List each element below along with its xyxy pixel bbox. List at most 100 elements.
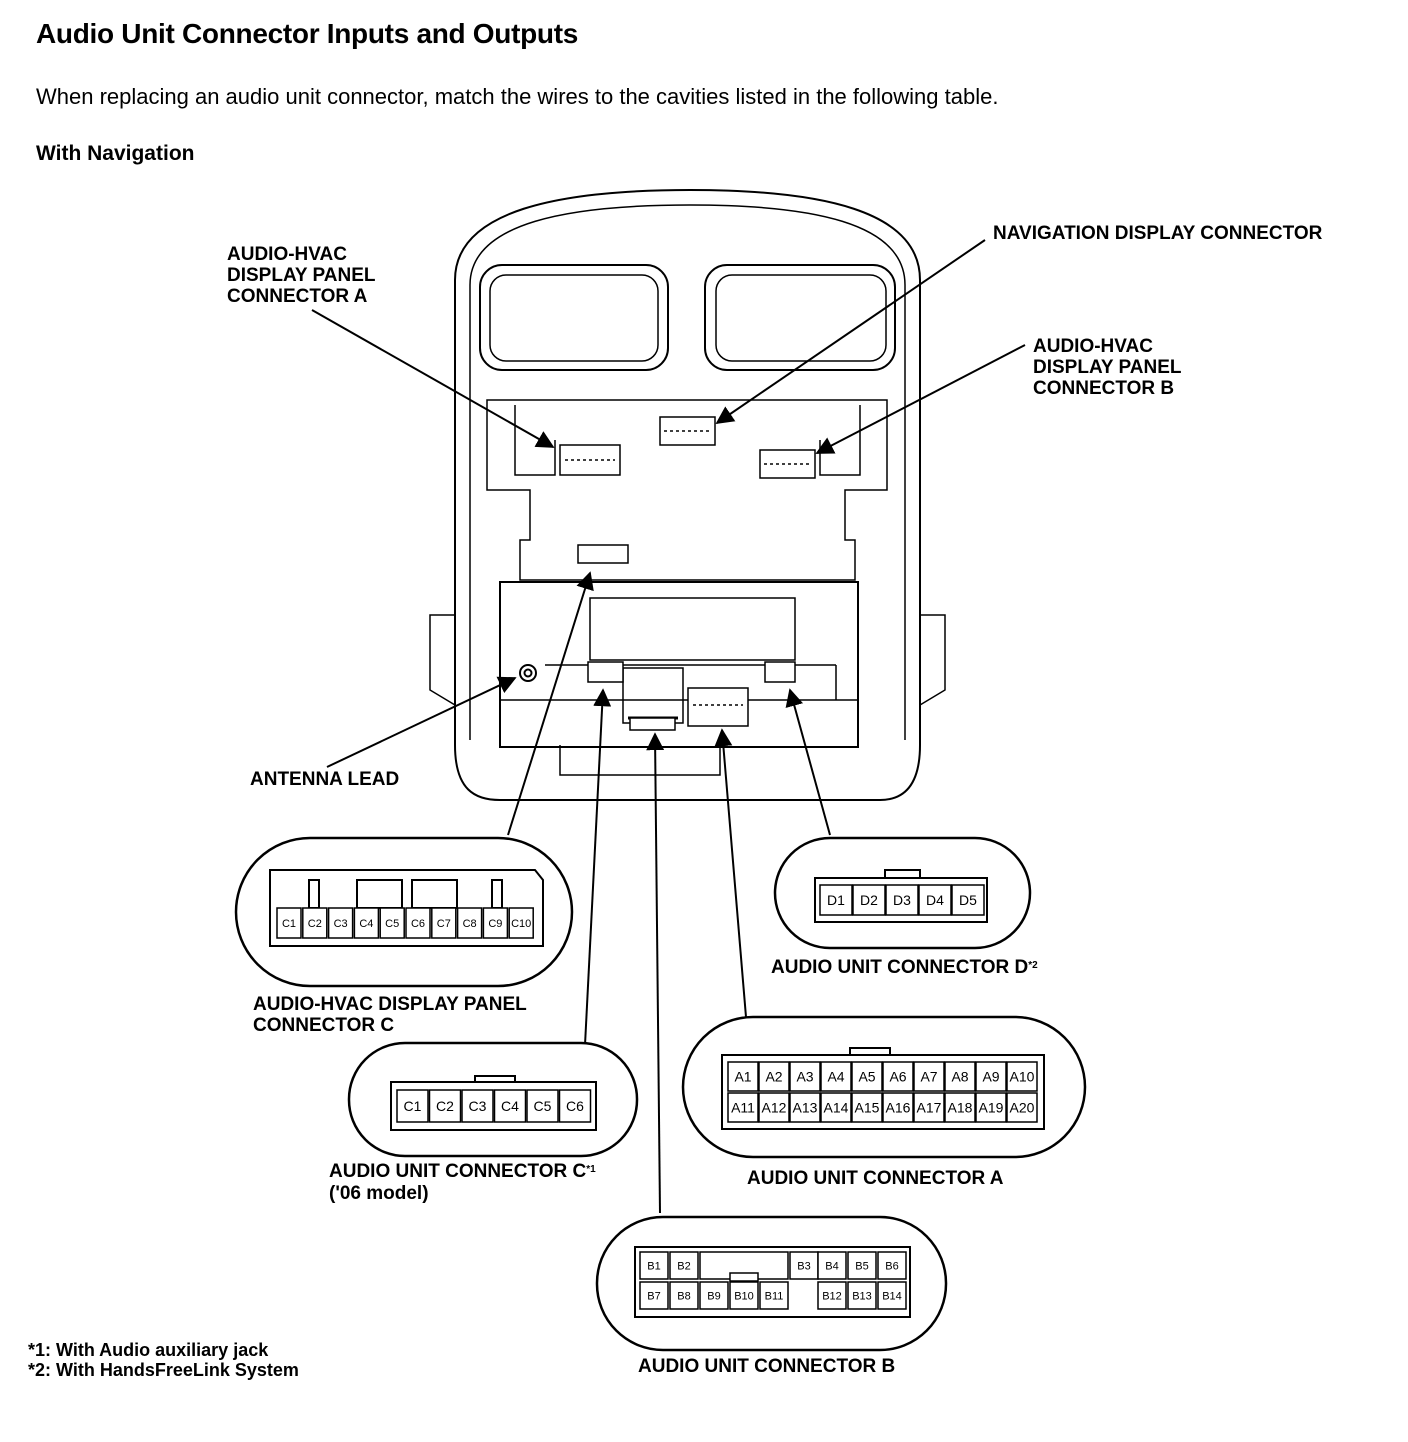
unit-c-pin-c6-label: C6 [566,1098,584,1114]
unit-d-pin-d1-cell [819,884,853,916]
unit-d-pin-d4-cell [918,884,952,916]
unit-a-pin-a12-cell [758,1092,790,1123]
label-unit-c-model: ('06 model) [329,1183,429,1204]
unit-a-pin-a15-label: A15 [855,1100,880,1116]
unit-b-pin-b8-cell [669,1281,699,1310]
unit-b-pin-b9-label: B9 [707,1291,720,1303]
footnote-1: *1: With Audio auxiliary jack [28,1340,269,1360]
unit-a-pin-a16-cell [882,1092,914,1123]
unit-a-pin-a18-label: A18 [948,1100,973,1116]
unit-b-pin-b7-label: B7 [647,1291,660,1303]
unit-a-pin-a1-cell [727,1061,759,1092]
unit-b-pin-b10-label: B10 [734,1291,754,1303]
unit-a-pin-a19-label: A19 [979,1100,1004,1116]
label-hvac-connector-a: AUDIO-HVAC DISPLAY PANEL CONNECTOR A [227,244,376,307]
unit-a-pin-a10-cell [1006,1061,1038,1092]
intro-text: When replacing an audio unit connector, … [36,84,999,109]
unit-a-pin-a11-label: A11 [731,1100,755,1116]
unit-b-pin-b12-cell [817,1281,847,1310]
unit-d-pin-d1-label: D1 [827,892,845,908]
unit-a-pin-a3-label: A3 [796,1069,813,1085]
unit-b-pin-b9-cell [699,1281,729,1310]
section-heading: With Navigation [36,142,195,165]
hvac-c-pin-c9-cell [482,907,509,939]
unit-b-pin-b5-label: B5 [855,1261,868,1273]
hvac-c-pin-c8-label: C8 [463,918,477,930]
footnote-2: *2: With HandsFreeLink System [28,1360,299,1380]
unit-a-pin-a1-label: A1 [734,1069,751,1085]
unit-a-pin-a7-label: A7 [920,1069,937,1085]
unit-a-pin-a6-label: A6 [889,1069,906,1085]
unit-a-pin-a17-label: A17 [917,1100,942,1116]
unit-a-pin-a2-label: A2 [765,1069,782,1085]
unit-b-pin-b13-cell [847,1281,877,1310]
unit-a-pin-a14-label: A14 [824,1100,849,1116]
label-hvac-connector-b: AUDIO-HVAC DISPLAY PANEL CONNECTOR B [1033,336,1182,399]
unit-a-pin-a7-cell [913,1061,945,1092]
hvac-c-pin-c6-cell [405,907,431,939]
label-audio-unit-connector-c: AUDIO UNIT CONNECTOR C*1 [329,1161,596,1182]
unit-b-pin-b4-cell [817,1251,847,1280]
unit-a-pin-a4-cell [820,1061,852,1092]
unit-a-pin-a8-label: A8 [951,1069,968,1085]
hvac-c-pin-c3-cell [327,907,354,939]
footnote-ref-2: *2 [1028,960,1038,971]
hvac-c-connector-icon [577,544,629,564]
unit-c-connector-icon [587,661,624,683]
unit-c-pin-c1-cell [396,1089,429,1123]
unit-d-pin-d4-label: D4 [926,892,944,908]
hvac-c-pin-c2-label: C2 [308,918,322,930]
label-audio-unit-connector-b: AUDIO UNIT CONNECTOR B [638,1356,896,1377]
unit-a-pin-a20-cell [1006,1092,1038,1123]
unit-a-pin-a8-cell [944,1061,976,1092]
hvac-c-pin-c4-label: C4 [359,918,373,930]
unit-d-connector-icon [764,661,796,683]
unit-c-pin-c4-cell [493,1089,527,1123]
label-hvac-connector-c: AUDIO-HVAC DISPLAY PANEL CONNECTOR C [253,994,527,1036]
unit-b-key-notch [729,1272,759,1282]
unit-d-pin-d5-label: D5 [959,892,977,908]
label-audio-unit-connector-a: AUDIO UNIT CONNECTOR A [747,1168,1004,1189]
unit-a-pin-a20-label: A20 [1010,1100,1035,1116]
label-navigation-display-connector: NAVIGATION DISPLAY CONNECTOR [993,223,1323,244]
unit-b-pin-b1-cell [639,1251,669,1280]
hvac-b-connector-icon [759,449,816,479]
unit-a-pin-a10-label: A10 [1010,1069,1035,1085]
unit-b-pin-b2-label: B2 [677,1261,690,1273]
unit-b-pin-b12-label: B12 [822,1291,842,1303]
unit-b-pin-b3-label: B3 [797,1261,810,1273]
unit-b-pin-b11-label: B11 [765,1291,784,1303]
unit-a-pin-a4-label: A4 [827,1069,844,1085]
panel-connectors [559,416,816,731]
unit-d-pin-d2-cell [852,884,886,916]
unit-c-pin-c5-cell [526,1089,559,1123]
unit-a-pin-a13-cell [789,1092,821,1123]
hvac-c-pin-c8-cell [456,907,483,939]
unit-a-pin-a16-label: A16 [886,1100,911,1116]
unit-b-pin-b6-cell [877,1251,907,1280]
hvac-c-pin-c5-label: C5 [385,918,399,930]
unit-c-pin-c5-label: C5 [534,1098,552,1114]
unit-d-pin-d3-label: D3 [893,892,911,908]
unit-c-pin-c3-cell [461,1089,494,1123]
hvac-c-pin-c2-cell [302,907,328,939]
unit-a-pin-a2-cell [758,1061,790,1092]
unit-d-pin-d3-cell [885,884,919,916]
hvac-c-pin-c3-label: C3 [334,918,348,930]
unit-d-pin-d5-cell [951,884,985,916]
unit-a-pin-a19-cell [975,1092,1007,1123]
unit-b-pin-b1-label: B1 [647,1261,660,1273]
footnote-ref-1: *1 [586,1164,596,1175]
leader-lines [311,239,1026,1214]
unit-a-pin-a13-label: A13 [793,1100,818,1116]
hvac-c-pin-c6-label: C6 [411,918,425,930]
hvac-c-pin-c7-label: C7 [437,918,451,930]
hvac-c-pin-c10-label: C10 [511,918,531,930]
unit-a-pin-a6-cell [882,1061,914,1092]
unit-b-connector-icon [629,717,676,731]
unit-b-pin-b14-label: B14 [882,1291,902,1303]
unit-b-pin-b7-cell [639,1281,669,1310]
unit-a-pin-a3-cell [789,1061,821,1092]
unit-b-pin-b14-cell [877,1281,907,1310]
unit-a-pin-a18-cell [944,1092,976,1123]
